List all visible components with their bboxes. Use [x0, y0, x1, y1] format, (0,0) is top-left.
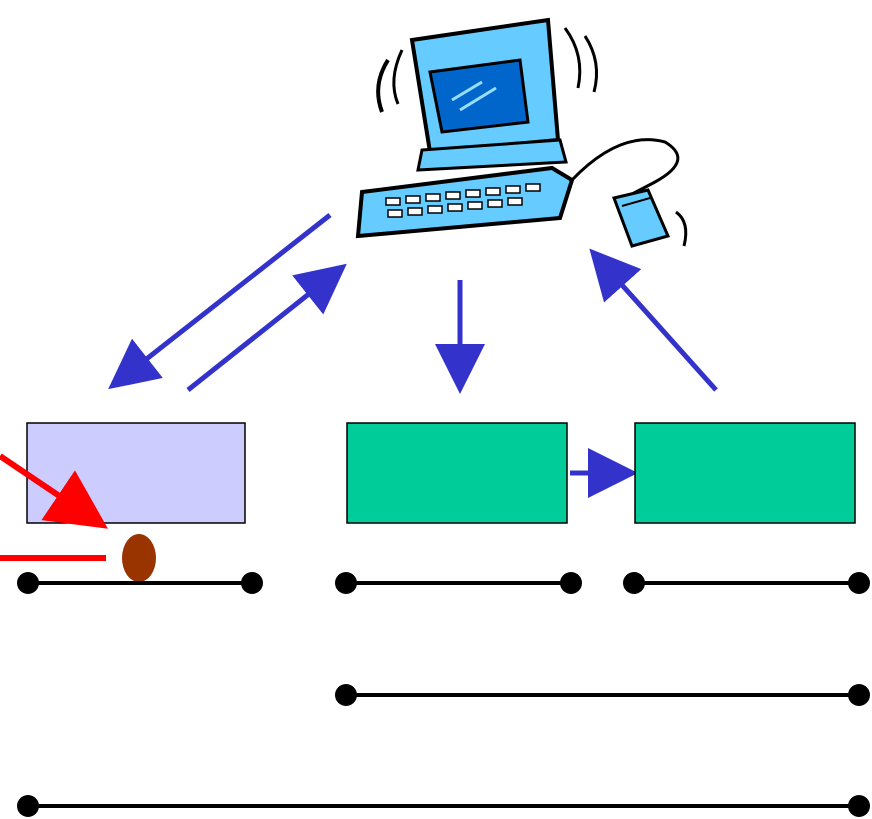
brown-oval-marker	[122, 534, 156, 582]
middle-box	[346, 422, 568, 524]
segment-endpoint	[848, 795, 870, 817]
segment-endpoint	[241, 572, 263, 594]
red-incoming-arrow	[0, 453, 108, 529]
arrow-computer-to-left-box	[108, 213, 332, 390]
desktop-computer-icon	[355, 17, 680, 239]
segment-right	[623, 572, 870, 594]
segment-endpoint	[335, 684, 357, 706]
segment-middle	[335, 572, 582, 594]
segment-endpoint	[335, 572, 357, 594]
segment-middle-right-combined	[335, 684, 870, 706]
segment-endpoint	[848, 684, 870, 706]
arrow-left-box-to-computer	[186, 263, 347, 392]
segment-left	[17, 572, 263, 594]
segment-full-width	[17, 795, 870, 817]
segment-endpoint	[623, 572, 645, 594]
segment-endpoint	[17, 572, 39, 594]
segment-endpoint	[560, 572, 582, 594]
arrow-right-box-to-computer	[589, 248, 718, 392]
segment-endpoint	[17, 795, 39, 817]
right-box	[634, 422, 856, 524]
segment-endpoint	[848, 572, 870, 594]
computer-mouse-icon	[611, 188, 688, 248]
left-box	[26, 422, 246, 524]
